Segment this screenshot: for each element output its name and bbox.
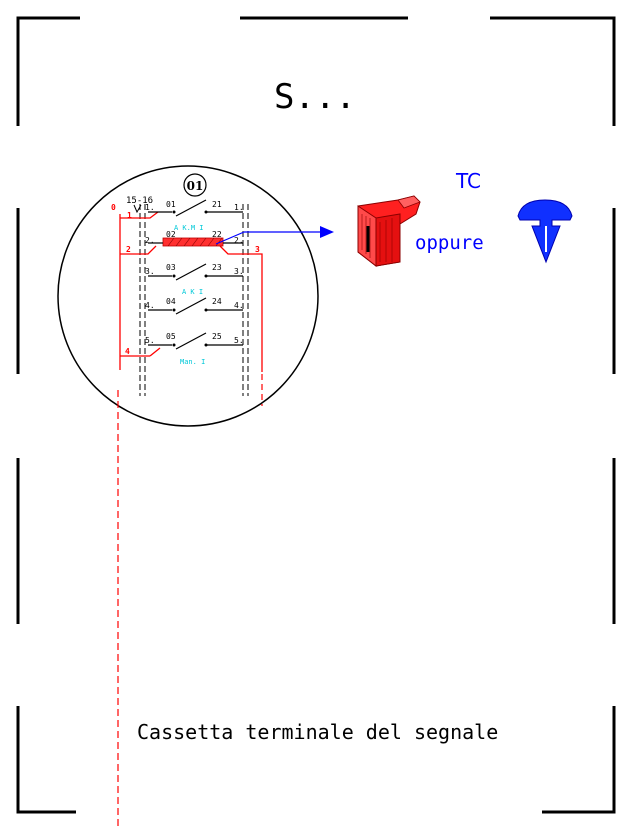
highlighted-contact (162, 237, 224, 247)
blue-plug-icon (517, 199, 573, 264)
red-terminal-labels: 0 1 2 3 4 (111, 203, 260, 356)
row5-contact-a: 05 (166, 332, 176, 341)
row3-sub: A K I (182, 288, 203, 296)
jumper-mark (133, 204, 142, 214)
row1-contact-a: 01 (166, 200, 176, 209)
detail-number-circle (183, 173, 207, 197)
red-label-1: 1 (127, 211, 132, 220)
drawing-frame (16, 16, 616, 814)
row4-contact-b: 24 (212, 297, 222, 306)
red-label-0: 0 (111, 203, 116, 212)
row2-contact-b: 22 (212, 230, 222, 239)
row3-right: 3. (234, 267, 244, 276)
row2-contact-a: 02 (166, 230, 176, 239)
oppure-label: oppure (415, 232, 484, 254)
leader-arrow (215, 226, 334, 245)
row3-left: 3. (145, 267, 155, 276)
row1-contact-b: 21 (212, 200, 222, 209)
row4-left: 4. (145, 301, 155, 310)
page-title: S... (274, 77, 356, 117)
tc-label: TC (455, 169, 481, 193)
contact-row-4: 4. 04 24 4. (145, 297, 244, 315)
row1-left: 1. (145, 203, 155, 212)
red-wiring (119, 211, 263, 372)
row3-contact-a: 03 (166, 263, 176, 272)
red-connector-icon (357, 195, 421, 268)
contact-rows: 1. 01 21 1. 2. 02 22 2. A K.M I (145, 199, 244, 366)
contact-row-5: 5. 05 25 5. Man. I (145, 332, 244, 366)
row3-contact-b: 23 (212, 263, 222, 272)
row1-right: 1. (234, 203, 244, 212)
contact-row-2: 2. 02 22 2. A K.M I (145, 224, 244, 247)
footer-caption: Cassetta terminale del segnale (137, 720, 498, 744)
red-label-3: 3 (255, 245, 260, 254)
red-label-4: 4 (125, 347, 130, 356)
row5-right: 5. (234, 336, 244, 345)
row5-left: 5. (145, 336, 155, 345)
red-label-2: 2 (126, 245, 131, 254)
row5-contact-b: 25 (212, 332, 222, 341)
contact-row-1: 1. 01 21 1. (145, 199, 244, 217)
row2-right: 2. (234, 236, 244, 245)
row4-right: 4. (234, 301, 244, 310)
row5-sub: Man. I (180, 358, 205, 366)
row4-contact-a: 04 (166, 297, 176, 306)
row2-left: 2. (145, 236, 155, 245)
jumper-label: 15-16 (126, 196, 153, 206)
detail-number: 01 (187, 179, 204, 193)
contact-row-3: 3. 03 23 3. A K I (145, 263, 244, 296)
detail-circle (57, 165, 319, 427)
row2-sub: A K.M I (174, 224, 204, 232)
